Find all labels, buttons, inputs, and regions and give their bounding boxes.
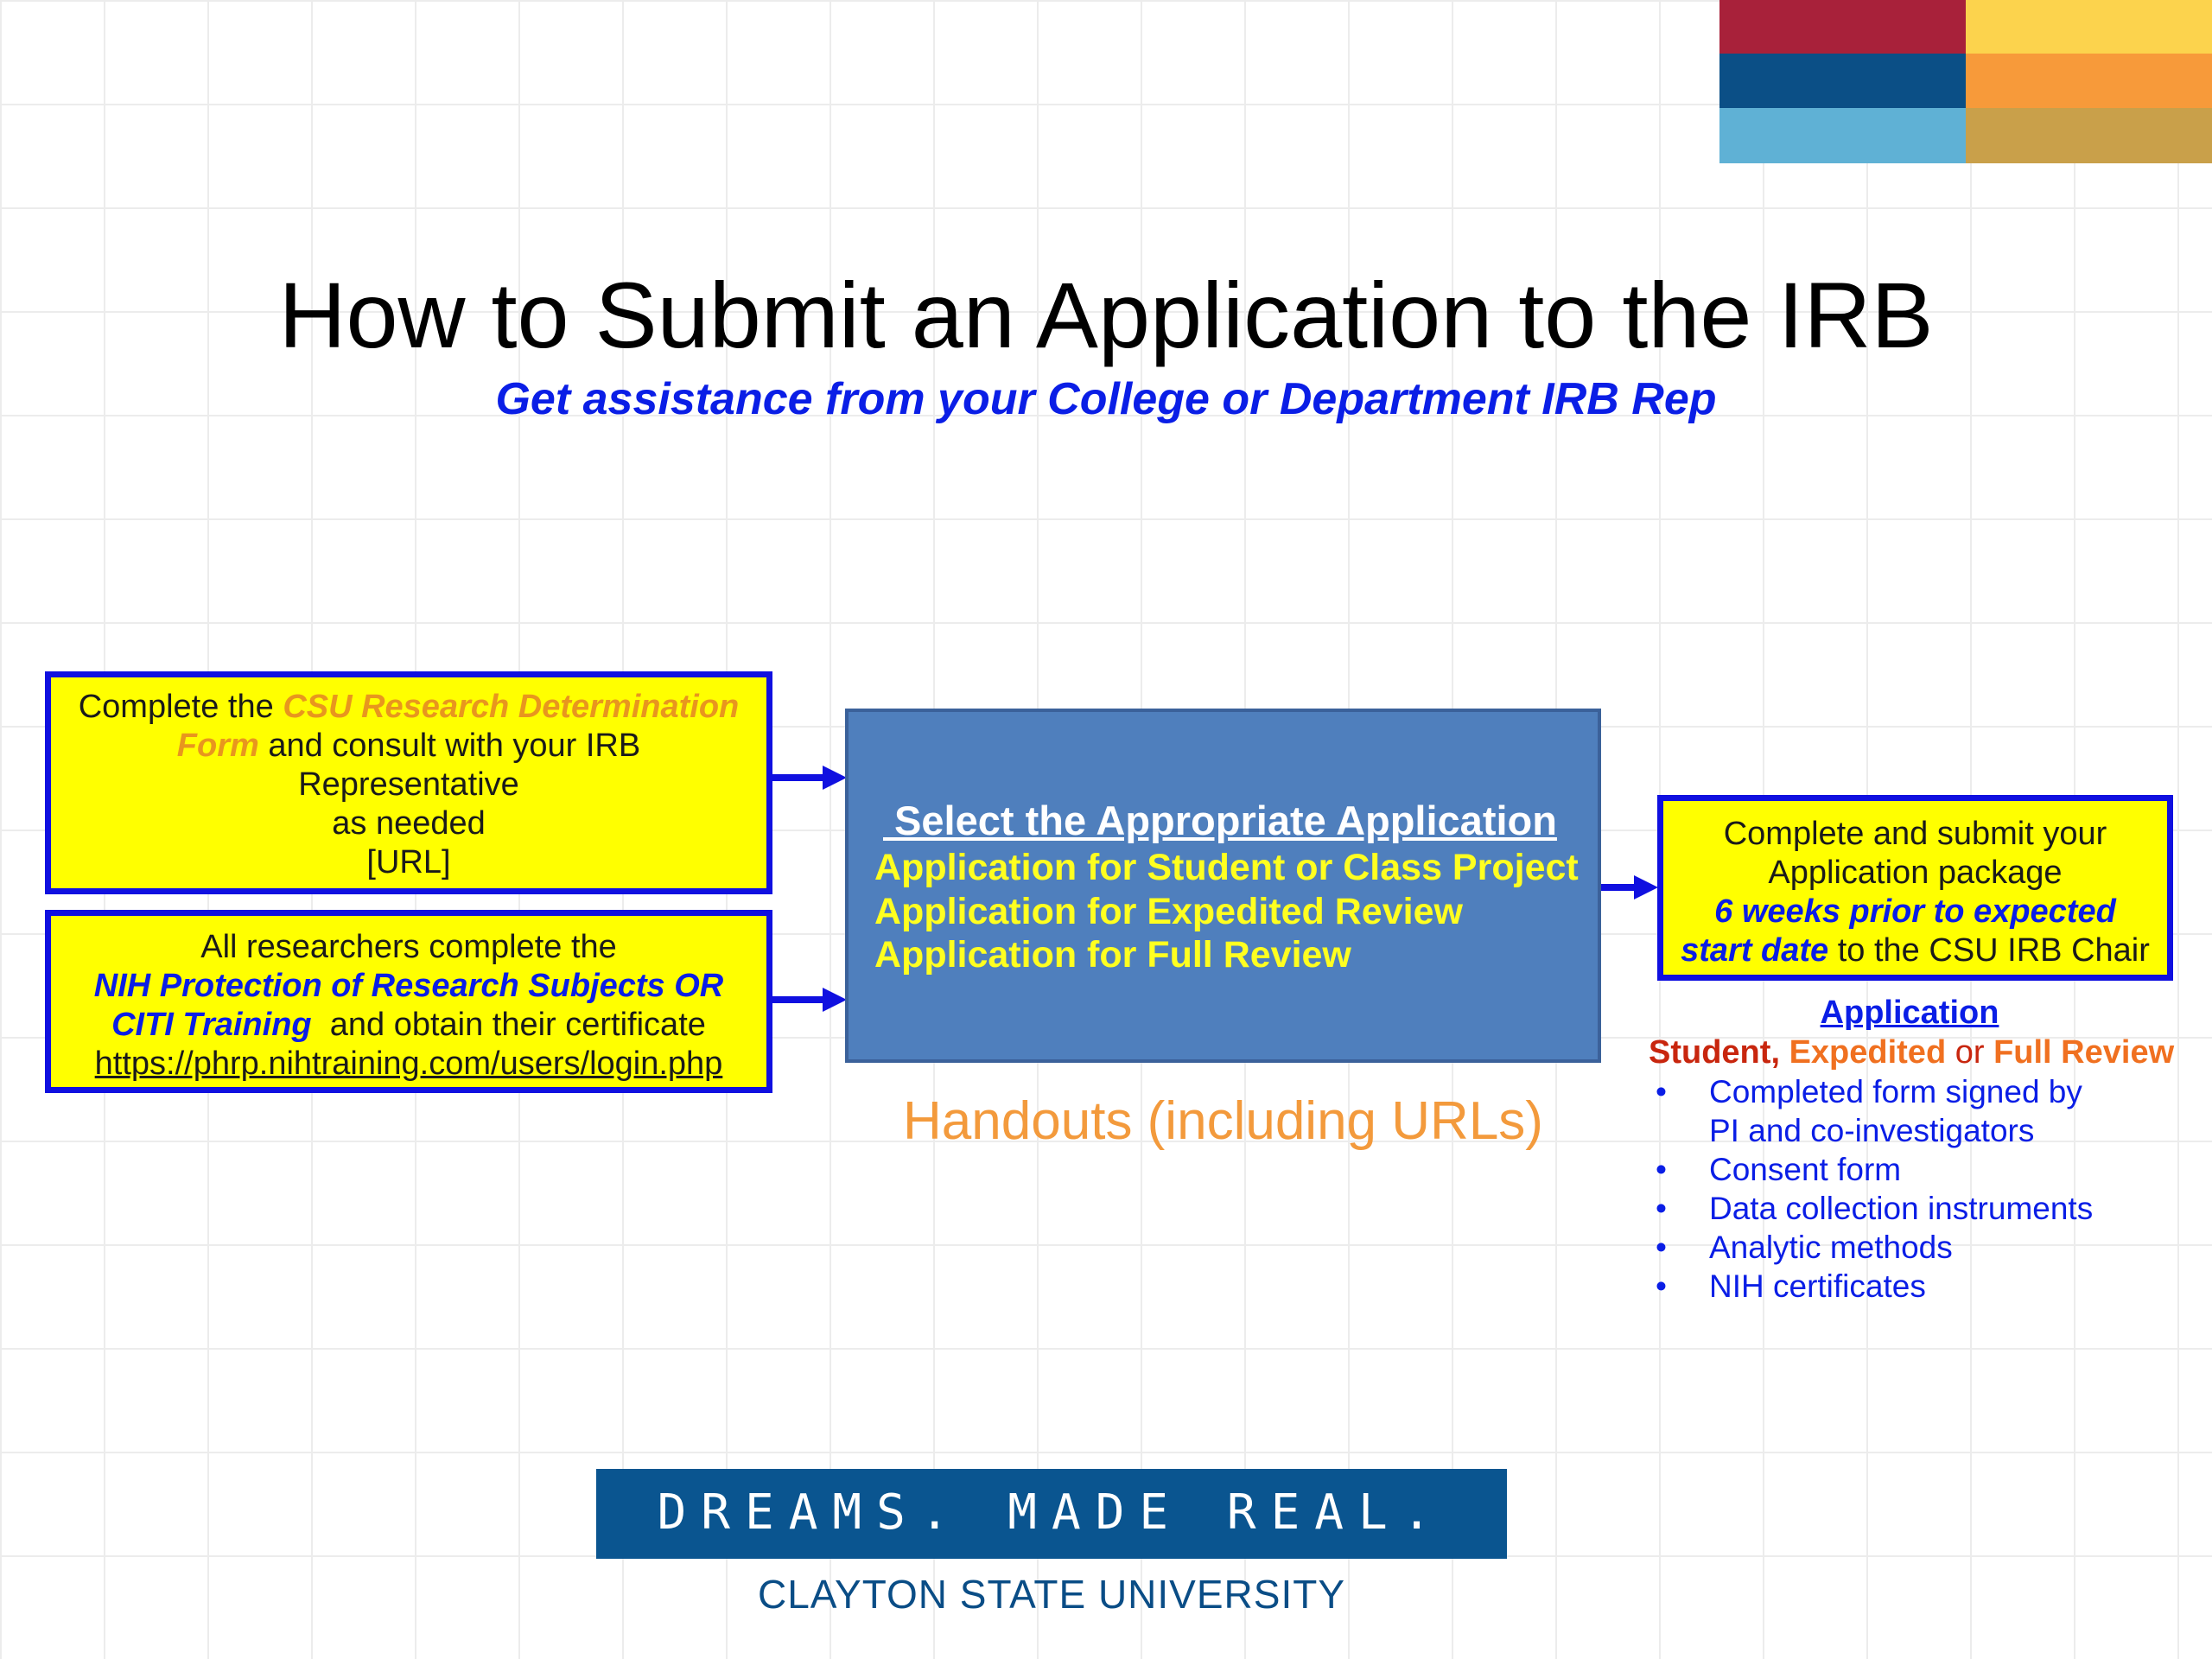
arrow-icon-3 — [1601, 875, 1658, 899]
application-checklist: Application Student, Expedited or Full R… — [1649, 994, 2186, 1306]
training-box: All researchers complete the NIH Protect… — [45, 910, 772, 1093]
option-expedited-review[interactable]: Application for Expedited Review — [874, 891, 1463, 932]
application-heading: Application — [1820, 995, 1999, 1031]
block-orange — [1966, 54, 2212, 108]
arrow-icon-1 — [772, 766, 847, 790]
nih-training-name: NIH Protection of Research Subjects OR — [93, 968, 724, 1004]
box1-line1: Complete the CSU Research Determination — [78, 689, 740, 725]
box1-line4: as needed — [332, 805, 486, 842]
determination-form-link-2[interactable]: Form — [176, 728, 259, 764]
list-item: •NIH certificates — [1656, 1268, 1926, 1304]
option-student-project[interactable]: Application for Student or Class Project — [874, 847, 1579, 888]
box3-line1: Complete and submit your — [1723, 816, 2107, 852]
select-application-heading[interactable]: Select the Appropriate Application — [883, 798, 1557, 843]
box3-line4: start date to the CSU IRB Chair — [1681, 932, 2150, 969]
block-lightblue — [1719, 108, 1966, 163]
block-navy — [1719, 54, 1966, 108]
handouts-label: Handouts (including URLs) — [903, 1091, 1543, 1151]
slogan-banner: DREAMS. MADE REAL. — [596, 1469, 1507, 1559]
list-item: •Analytic methods — [1656, 1230, 1953, 1265]
checklist-items: •Completed form signed by PI and co-inve… — [1650, 1072, 2186, 1306]
box3-line2: Application package — [1768, 855, 2063, 891]
list-item: •Completed form signed by — [1656, 1074, 2082, 1109]
research-determination-box: Complete the CSU Research Determination … — [45, 671, 772, 894]
box3-deadline: 6 weeks prior to expected — [1714, 893, 2116, 930]
slogan-text: DREAMS. MADE REAL. — [657, 1484, 1446, 1541]
application-types: Student, Expedited or Full Review — [1649, 1034, 2175, 1071]
block-gold — [1966, 108, 2212, 163]
list-item: •Data collection instruments — [1656, 1191, 2094, 1226]
university-name: CLAYTON STATE UNIVERSITY — [757, 1572, 1346, 1617]
nih-training-link[interactable]: https://phrp.nihtraining.com/users/login… — [94, 1046, 723, 1082]
box1-line2: Form and consult with your IRB — [176, 728, 641, 764]
arrow-icon-2 — [772, 988, 847, 1012]
list-item: PI and co-investigators — [1709, 1113, 2035, 1148]
box2-line1: All researchers complete the — [200, 929, 617, 965]
block-yellow — [1966, 0, 2212, 54]
page-subtitle: Get assistance from your College or Depa… — [495, 374, 1717, 424]
box1-line3: Representative — [298, 766, 519, 803]
page-title: How to Submit an Application to the IRB — [278, 263, 1934, 367]
box1-url: [URL] — [366, 844, 451, 880]
determination-form-link[interactable]: CSU Research Determination — [283, 689, 740, 725]
select-application-panel: Select the Appropriate Application Appli… — [845, 709, 1601, 1063]
block-red — [1719, 0, 1966, 54]
option-full-review[interactable]: Application for Full Review — [874, 934, 1351, 976]
submit-package-box: Complete and submit your Application pac… — [1657, 795, 2173, 981]
list-item: •Consent form — [1656, 1152, 1902, 1187]
box2-line3: CITI Training and obtain their certifica… — [111, 1007, 706, 1043]
